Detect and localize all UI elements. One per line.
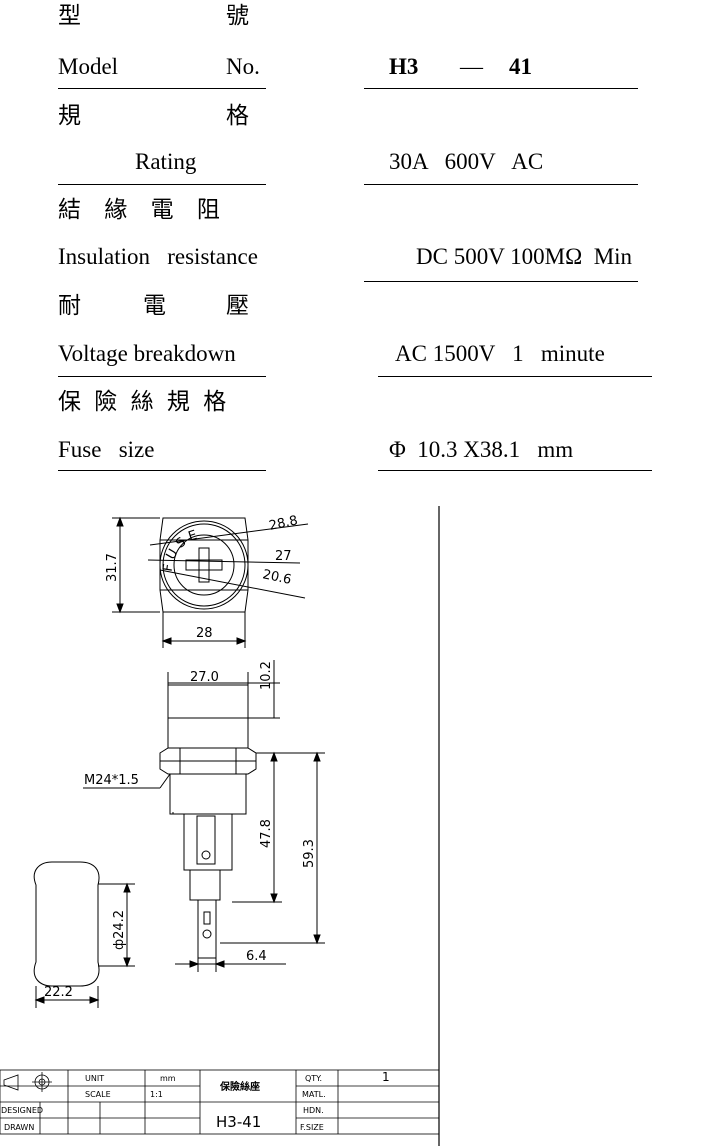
leader-d3: [159, 569, 306, 599]
pin-hole: [202, 929, 212, 939]
insulation-value: DC 500V 100MΩ Min: [416, 244, 633, 269]
knob-view: ф24.2 22.2: [33, 861, 135, 1008]
tb-part-name: 保險絲座: [219, 1080, 260, 1093]
tb-scale-value: 1:1: [150, 1090, 163, 1099]
top-view: FUSE 28.8 27 20.6 31.7 28: [105, 513, 309, 648]
dim-d1: 28.8: [268, 513, 299, 534]
tb-matl-label: MATL.: [302, 1090, 326, 1099]
model-value-dash: —: [460, 54, 483, 79]
holder-lower: [183, 813, 233, 871]
model-label-en-2: No.: [226, 54, 260, 79]
insulation-label-en: Insulation resistance: [58, 244, 258, 269]
cap-slot: [185, 559, 223, 571]
terminal-1: [196, 815, 216, 865]
dim-knob-diameter: ф24.2: [112, 910, 127, 950]
dim-width: 28: [196, 626, 213, 641]
fuse-value-underline: [378, 470, 652, 471]
rating-value: 30A 600V AC: [389, 149, 544, 174]
voltage-label-zh-1: 耐: [58, 293, 81, 319]
dim-arrows: [313, 751, 321, 945]
voltage-label-zh-3: 壓: [226, 293, 249, 319]
tb-unit-value: mm: [160, 1074, 176, 1083]
model-value-underline: [364, 88, 638, 89]
dim-arrows: [270, 751, 278, 904]
insulation-value-underline: [364, 281, 638, 282]
projection-cone: [3, 1074, 19, 1091]
voltage-label-en: Voltage breakdown: [58, 341, 236, 366]
tb-hdn-label: HDN.: [303, 1106, 324, 1115]
leader-d2: [147, 559, 301, 564]
model-label-underline: [58, 88, 266, 89]
insulation-label-zh: 結 緣 電 阻: [58, 197, 228, 223]
rating-label-zh-2: 格: [226, 103, 249, 129]
fuse-top-label: FUSE: [161, 527, 203, 573]
holder-body: [169, 773, 247, 815]
dim-pin-width: 6.4: [246, 949, 267, 964]
tb-designed-label: DESIGNED: [1, 1106, 43, 1115]
dim-cap-height: 10.2: [259, 661, 274, 690]
rating-label-en: Rating: [135, 149, 197, 174]
dim-thread: M24*1.5: [84, 773, 139, 788]
fuse-label-zh: 保 險 絲 規 格: [58, 389, 230, 415]
fuse-label-en: Fuse size: [58, 437, 155, 462]
dim-d2: 27: [275, 549, 292, 564]
tb-part-number: H3-41: [216, 1113, 261, 1131]
knob-outline: [33, 861, 100, 987]
dim-len1: 47.8: [259, 819, 274, 848]
dim-knob-width: 22.2: [44, 985, 73, 1000]
terminal-hole: [201, 850, 211, 860]
title-block: UNIT mm SCALE 1:1 保險絲座 QTY. 1 MATL. HDN.…: [0, 1069, 440, 1135]
leader-d1: [149, 523, 309, 546]
voltage-value-underline: [378, 376, 652, 377]
fuse-label-underline: [58, 470, 266, 471]
dim-arrows: [34, 996, 100, 1004]
pin: [197, 899, 217, 959]
model-label-en-1: Model: [58, 54, 119, 79]
cap-body: [167, 682, 249, 749]
dim-len2: 59.3: [302, 839, 317, 868]
rating-label-underline: [58, 184, 266, 185]
dim-arrows: [123, 882, 131, 968]
projection-symbol-icon: [3, 1072, 52, 1092]
model-label-zh-1: 型: [58, 3, 81, 29]
tb-drawn-label: DRAWN: [4, 1123, 34, 1132]
thread-leader: [159, 773, 171, 789]
fuse-value: Φ 10.3 X38.1 mm: [389, 437, 574, 462]
voltage-label-underline: [58, 376, 266, 377]
side-view: M24*1.5 27.0 10.2 47.8 59.3 6.4: [83, 660, 325, 972]
tb-fsize-label: F.SIZE: [300, 1123, 324, 1132]
dim-arrows: [161, 637, 247, 645]
inner-circle: [173, 534, 235, 596]
cap-slot-cross: [198, 547, 210, 583]
tb-unit-label: UNIT: [85, 1074, 104, 1083]
dim-body-width: 27.0: [190, 670, 219, 685]
model-value-number: 41: [509, 54, 532, 79]
rating-value-underline: [364, 184, 638, 185]
voltage-label-zh-2: 電: [143, 293, 166, 319]
voltage-value: AC 1500V 1 minute: [395, 341, 605, 366]
dim-arrows: [116, 516, 124, 614]
tb-qty-label: QTY.: [305, 1074, 322, 1083]
tb-scale-label: SCALE: [85, 1090, 111, 1099]
pin-base: [189, 869, 221, 901]
model-label-zh-2: 號: [226, 3, 249, 29]
model-value-prefix: H3: [389, 54, 419, 79]
dim-d3: 20.6: [261, 567, 292, 588]
outer-circle: [159, 520, 249, 610]
tb-qty-value: 1: [382, 1070, 390, 1084]
dim-height: 31.7: [105, 553, 120, 582]
mid-circle: [162, 523, 246, 607]
nut-body: [159, 747, 257, 775]
rating-label-zh-1: 規: [58, 103, 81, 129]
spec-sheet: 型 號 Model No. H3 — 41 規 格 Rating 30A 600…: [0, 0, 717, 480]
dim-arrows: [189, 960, 225, 968]
pin-slot: [203, 911, 211, 925]
